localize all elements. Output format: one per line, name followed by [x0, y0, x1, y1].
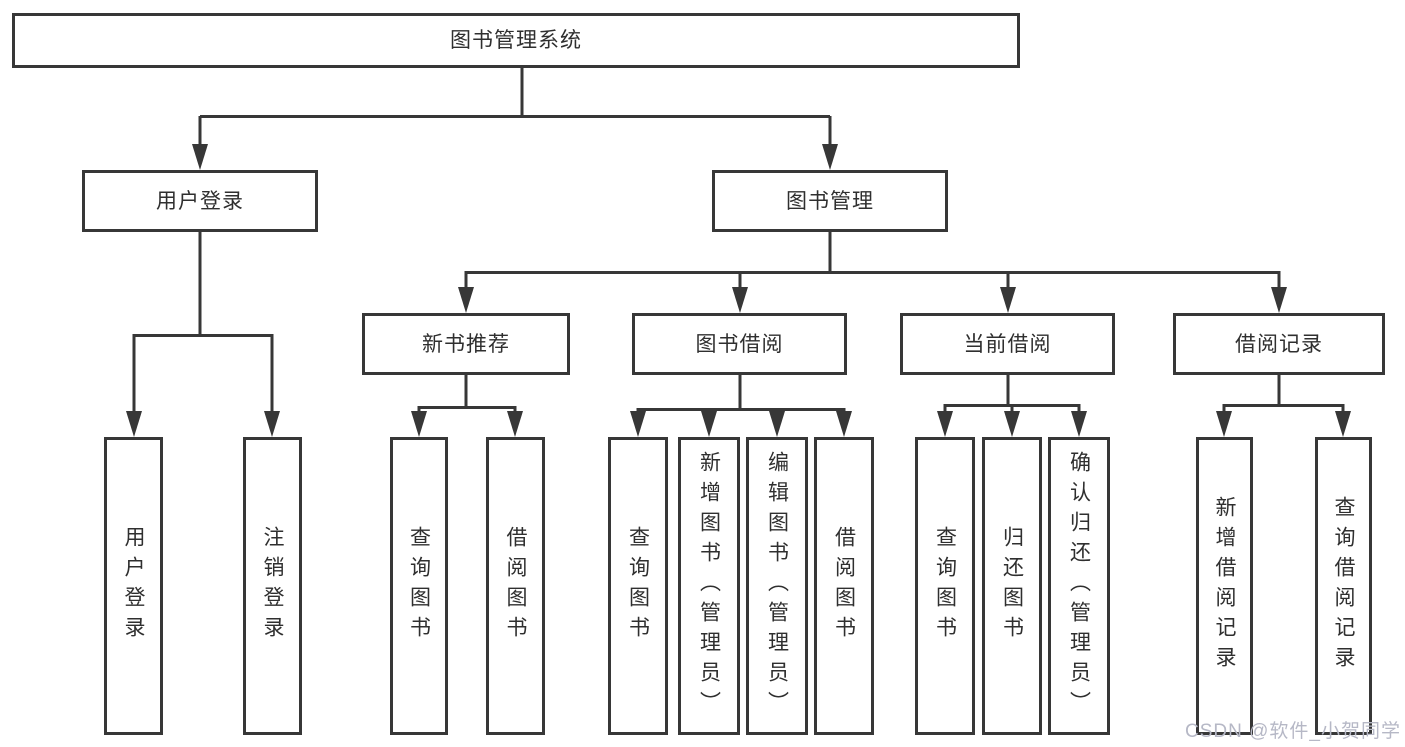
node-bb-edit-book-label: 编辑图书（管理员）	[765, 451, 789, 721]
node-borrow-record: 借阅记录	[1173, 313, 1385, 375]
node-current-borrow: 当前借阅	[900, 313, 1115, 375]
node-br-add-record-label: 新增借阅记录	[1213, 496, 1236, 676]
node-new-book-recommend-label: 新书推荐	[422, 332, 510, 356]
node-book-borrow-label: 图书借阅	[695, 332, 784, 356]
node-new-book-recommend: 新书推荐	[362, 313, 570, 375]
node-br-query-record: 查询借阅记录	[1315, 437, 1372, 735]
node-cb-return-book: 归还图书	[982, 437, 1042, 735]
node-cb-query-book-label: 查询图书	[933, 526, 957, 646]
node-current-borrow-label: 当前借阅	[963, 332, 1052, 356]
node-rec-query-book: 查询图书	[390, 437, 448, 735]
node-root-system: 图书管理系统	[12, 13, 1020, 68]
node-bb-borrow-book: 借阅图书	[814, 437, 874, 735]
node-user-login: 用户登录	[82, 170, 318, 232]
node-cb-confirm-return: 确认归还（管理员）	[1048, 437, 1110, 735]
node-user-login-label: 用户登录	[156, 189, 244, 213]
node-bb-add-book-label: 新增图书（管理员）	[697, 451, 721, 721]
node-rec-query-book-label: 查询图书	[407, 526, 431, 646]
node-rec-borrow-book: 借阅图书	[486, 437, 545, 735]
node-root-system-label: 图书管理系统	[450, 29, 582, 52]
node-book-borrow: 图书借阅	[632, 313, 847, 375]
node-leaf-user-login-label: 用户登录	[122, 526, 145, 646]
node-leaf-user-login: 用户登录	[104, 437, 163, 735]
node-leaf-logout-label: 注销登录	[261, 526, 284, 646]
node-leaf-logout: 注销登录	[243, 437, 302, 735]
node-rec-borrow-book-label: 借阅图书	[504, 526, 527, 646]
node-cb-return-book-label: 归还图书	[1000, 526, 1024, 646]
node-book-management: 图书管理	[712, 170, 948, 232]
node-br-add-record: 新增借阅记录	[1196, 437, 1253, 735]
node-borrow-record-label: 借阅记录	[1235, 332, 1323, 356]
node-br-query-record-label: 查询借阅记录	[1332, 496, 1355, 676]
node-bb-query-book: 查询图书	[608, 437, 668, 735]
node-bb-edit-book: 编辑图书（管理员）	[746, 437, 808, 735]
csdn-watermark: CSDN @软件_小贺同学	[1185, 721, 1401, 742]
node-bb-add-book: 新增图书（管理员）	[678, 437, 740, 735]
node-cb-confirm-return-label: 确认归还（管理员）	[1067, 451, 1091, 721]
node-bb-query-book-label: 查询图书	[626, 526, 650, 646]
node-bb-borrow-book-label: 借阅图书	[832, 526, 856, 646]
node-cb-query-book: 查询图书	[915, 437, 975, 735]
node-book-management-label: 图书管理	[786, 189, 874, 213]
